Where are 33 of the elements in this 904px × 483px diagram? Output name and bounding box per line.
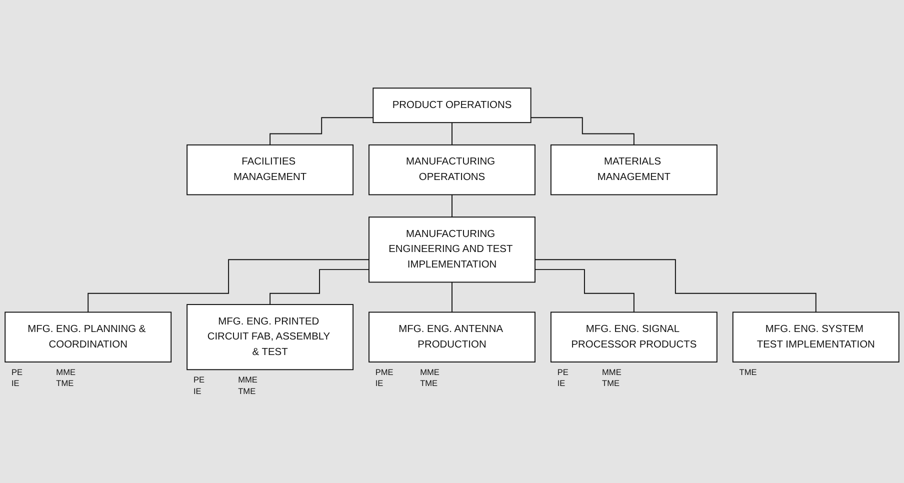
role-code: PME [375,367,394,378]
role-code: TME [739,367,757,378]
node-box: MATERIALS MANAGEMENT [550,144,718,196]
role-code: TME [420,378,438,389]
node-box: MFG. ENG. PRINTED CIRCUIT FAB, ASSEMBLY & TEST [186,304,354,371]
role-code: IE [12,378,20,389]
role-code: IE [375,378,384,389]
node-box: PRODUCT OPERATIONS [372,88,532,124]
role-code: TME [56,378,74,389]
connector [534,270,634,314]
role-code: TME [238,386,256,396]
node-box: MFG. ENG. SIGNAL PROCESSOR PRODUCTS [550,312,718,363]
connector [530,118,634,146]
node-box: MANUFACTURING ENGINEERING AND TEST IMPLEMENTATION [368,217,536,284]
role-code: TME [602,378,620,389]
node-box: MFG. ENG. ANTENNA PRODUCTION [368,312,536,363]
role-code: IE [193,386,202,396]
role-code: PE [193,374,204,385]
node-box: FACILITIES MANAGEMENT [186,144,354,196]
connector [270,270,370,306]
role-code: PE [557,367,568,378]
role-code: MME [56,367,76,378]
connector [534,260,816,314]
node-box: MANUFACTURING OPERATIONS [368,144,536,196]
connector [88,260,370,314]
node-box: MFG. ENG. PLANNING & COORDINATION [4,312,172,363]
role-code: MME [420,367,440,378]
role-code: MME [238,374,258,385]
connector [270,118,374,146]
role-code: PE [12,367,23,378]
role-code: MME [602,367,622,378]
node-box: MFG. ENG. SYSTEM TEST IMPLEMENTATION [732,312,900,363]
role-code: IE [557,378,566,389]
